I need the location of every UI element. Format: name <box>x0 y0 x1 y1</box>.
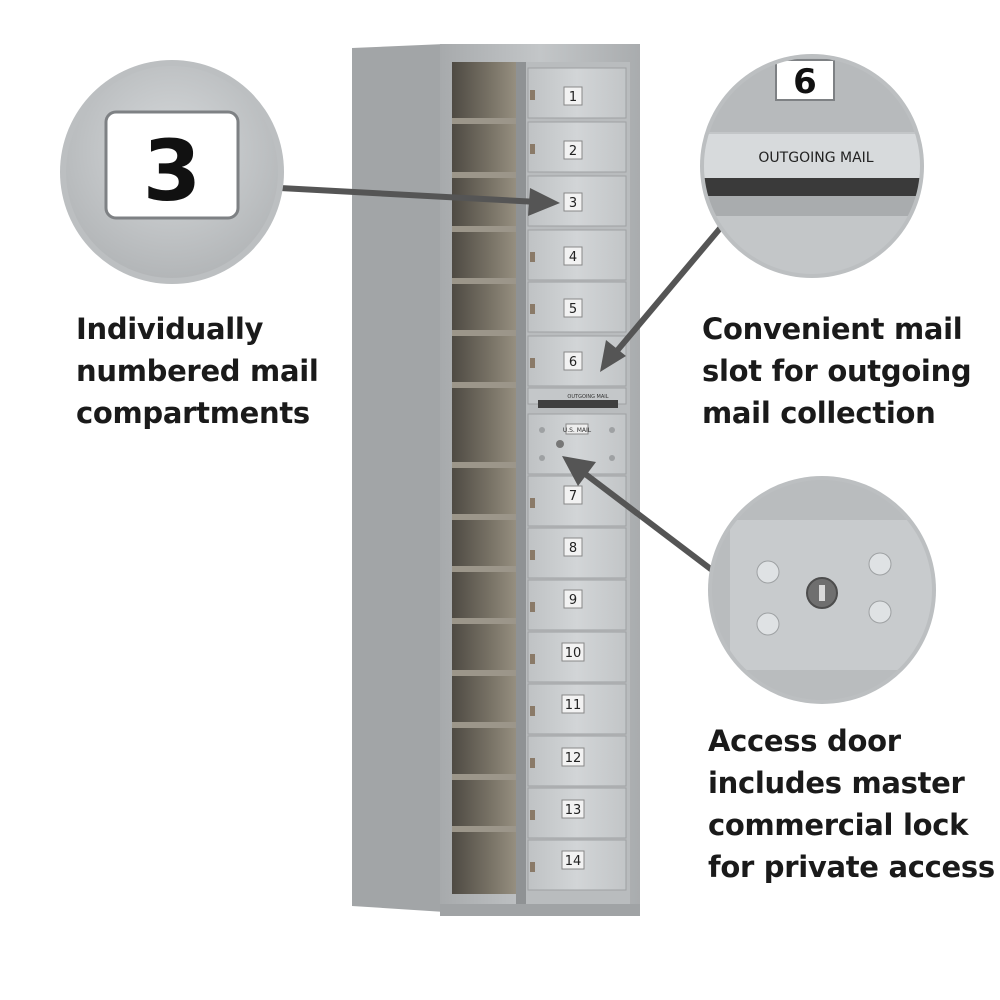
door-number: 13 <box>565 803 582 818</box>
door-number: 5 <box>569 302 577 317</box>
cabinet-base <box>440 904 640 916</box>
door-5: 5 <box>527 281 627 333</box>
door-number: 4 <box>569 250 577 265</box>
arrow-line-slot <box>613 224 725 354</box>
door-8: 8 <box>527 527 627 579</box>
caption-outgoing-slot: Convenient mail slot for outgoing mail c… <box>702 312 972 430</box>
door-11: 11 <box>527 683 627 735</box>
interior-shelves <box>452 118 520 832</box>
door-10: 10 <box>527 631 627 683</box>
access-plate-label: U.S. MAIL <box>563 427 592 434</box>
door-number: 14 <box>565 854 582 869</box>
arrow-line-access <box>578 467 714 573</box>
doors-upper: 1 2 3 4 <box>527 67 627 387</box>
door-number: 7 <box>569 489 577 504</box>
cabinet-left-side <box>352 44 445 912</box>
number-tag-plate <box>104 110 240 220</box>
door-4: 4 <box>527 229 627 281</box>
caption-access-door: Access door includes master commercial l… <box>708 724 995 884</box>
slot-label-small: OUTGOING MAIL <box>567 394 608 400</box>
arrow-head-slot <box>600 340 626 372</box>
callout-arrows <box>279 185 725 573</box>
number-tag-text: 3 <box>143 122 201 220</box>
door-number: 9 <box>569 593 577 608</box>
arrow-line-numbered <box>279 185 539 205</box>
slot-number-plate <box>775 59 835 101</box>
outgoing-mail-slot: OUTGOING MAIL <box>527 387 627 408</box>
door-number: 6 <box>569 355 577 370</box>
door-12: 12 <box>527 735 627 787</box>
door-number: 8 <box>569 541 577 556</box>
door-number: 2 <box>569 144 577 159</box>
caption-numbered-compartments: Individually numbered mail compartments <box>76 312 319 430</box>
doors-lower: 7 8 9 10 <box>527 475 627 891</box>
arrow-head-numbered <box>528 188 560 216</box>
door-2: 2 <box>527 121 627 173</box>
door-number: 12 <box>565 751 582 766</box>
door-number: 3 <box>569 196 577 211</box>
door-number: 11 <box>565 698 582 713</box>
door-number: 10 <box>565 646 582 661</box>
master-door-edge <box>516 62 526 912</box>
door-7: 7 <box>527 475 627 527</box>
arrow-head-access <box>562 456 596 486</box>
callout-number-tag: 3 <box>60 60 284 284</box>
door-9: 9 <box>527 579 627 631</box>
door-1: 1 <box>527 67 627 119</box>
callout-outgoing-slot: 6 OUTGOING MAIL <box>700 54 924 278</box>
door-14: 14 <box>527 839 627 891</box>
door-13: 13 <box>527 787 627 839</box>
cabinet-interior <box>452 62 520 894</box>
callout-access-lock <box>708 476 936 704</box>
slot-number-text: 6 <box>793 62 817 102</box>
door-number: 1 <box>569 90 577 105</box>
slot-label-text: OUTGOING MAIL <box>758 150 873 166</box>
